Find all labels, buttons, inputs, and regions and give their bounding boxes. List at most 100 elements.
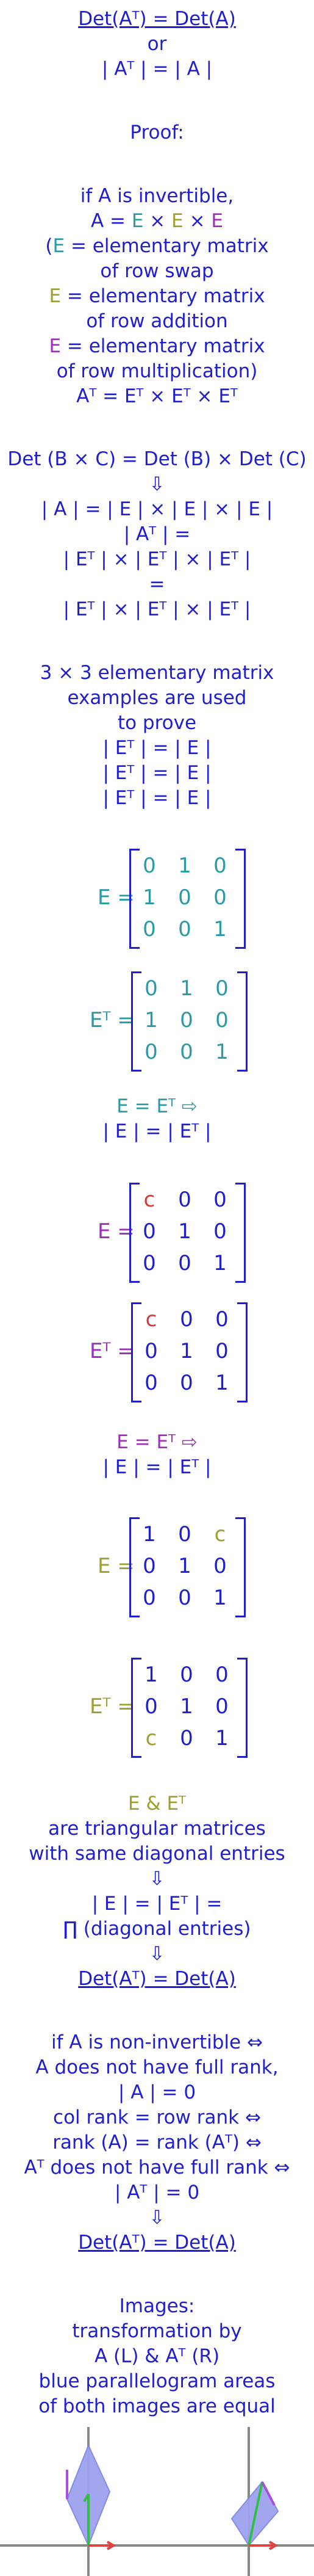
proof-line-invertible: if A is invertible, [80, 185, 234, 207]
matrix-entry: 0 [178, 917, 191, 942]
matrix-entry: 1 [213, 1251, 227, 1275]
det-equals: = [149, 573, 165, 595]
matrix-entry: 0 [215, 976, 229, 1001]
down-arrow-1: ⇩ [149, 473, 165, 495]
matrix-entry: 0 [180, 1008, 193, 1032]
triangular-product: ∏ (diagonal entries) [63, 1918, 251, 1940]
det-A-product: | A | = | E | × | E | × | E | [41, 498, 273, 520]
proof-line-swap-def: (E = elementary matrix [45, 235, 269, 257]
examples-swap: | Eᵀ | = | E | [102, 737, 212, 759]
examples-mult: | Eᵀ | = | E | [102, 787, 212, 809]
transformation-figure-right [159, 2427, 314, 2576]
noninv-line-6: Aᵀ does not have full rank ⇔ [24, 2157, 290, 2179]
noninv-conclusion: Det(Aᵀ) = Det(A) [78, 2232, 236, 2254]
matrix-entry: 1 [215, 1040, 229, 1064]
matrix-entry: 1 [180, 976, 193, 1001]
transformation-figure-left [0, 2427, 159, 2576]
matrix-entry: 0 [213, 885, 227, 910]
triangular-line-1: are triangular matrices [48, 1818, 266, 1840]
matrix-entry: 0 [143, 1586, 156, 1610]
matrix-entry: 0 [178, 1522, 191, 1547]
images-line-1: Images: [119, 2295, 195, 2317]
matrix-entry: c [214, 1522, 226, 1547]
matrix-entry: 0 [215, 1663, 229, 1687]
matrix-entry: 0 [180, 1726, 193, 1751]
matrix-entry: 0 [143, 1251, 156, 1275]
matrix-entry: 1 [145, 1008, 158, 1032]
matrix-entry: 0 [213, 1219, 227, 1244]
matrix-entry: 1 [215, 1726, 229, 1751]
noninv-line-5: rank (A) = rank (Aᵀ) ⇔ [52, 2132, 262, 2153]
matrix-entry: c [145, 1726, 157, 1751]
mult-det-equality: | E | = | Eᵀ | [102, 1456, 212, 1478]
examples-line-3: to prove [117, 712, 197, 734]
noninv-line-3: | A | = 0 [118, 2081, 196, 2103]
theorem-abs: | Aᵀ | = | A | [101, 58, 213, 80]
matrix-entry: 0 [178, 1188, 191, 1212]
matrix-entry: 0 [178, 1251, 191, 1275]
theorem-or: or [147, 33, 167, 55]
matrix-entry: 0 [180, 1307, 193, 1332]
images-line-3: A (L) & Aᵀ (R) [94, 2345, 220, 2367]
matrix-entry: 0 [143, 1219, 156, 1244]
add-E-label: E = [98, 1554, 135, 1578]
add-ET-label: Eᵀ = [90, 1694, 135, 1719]
matrix-entry: 1 [178, 1219, 191, 1244]
noninv-line-2: A does not have full rank, [35, 2056, 279, 2078]
triangular-line-2: with same diagonal entries [29, 1843, 285, 1865]
matrix-entry: 0 [178, 885, 191, 910]
examples-line-1: 3 × 3 elementary matrix [40, 662, 274, 684]
noninv-line-7: | Aᵀ | = 0 [114, 2182, 200, 2204]
proof-line-transpose: Aᵀ = Eᵀ × Eᵀ × Eᵀ [76, 385, 238, 407]
matrix-entry: 1 [213, 917, 227, 942]
matrix-entry: c [145, 1307, 157, 1332]
matrix-entry: 0 [145, 1339, 158, 1363]
matrix-entry: 1 [213, 1586, 227, 1610]
matrix-entry: 0 [213, 854, 227, 878]
proof-line-add: of row addition [86, 310, 228, 332]
matrix-entry: 0 [143, 854, 156, 878]
proof-line-mult: of row multiplication) [56, 360, 258, 382]
triangular-title: E & Eᵀ [128, 1793, 186, 1815]
matrix-entry: 0 [145, 1040, 158, 1064]
matrix-entry: 1 [143, 885, 156, 910]
down-arrow-2: ⇩ [149, 1868, 165, 1890]
mult-equality: E = Eᵀ ⇨ [116, 1431, 198, 1453]
matrix-entry: 1 [143, 1522, 156, 1547]
mult-ET-label: Eᵀ = [90, 1339, 135, 1363]
matrix-entry: 1 [180, 1339, 193, 1363]
swap-equality: E = Eᵀ ⇨ [116, 1095, 198, 1117]
matrix-entry: 1 [215, 1371, 229, 1395]
matrix-entry: 0 [145, 1371, 158, 1395]
triangular-conclusion: Det(Aᵀ) = Det(A) [78, 1968, 236, 1990]
swap-E-label: E = [98, 885, 135, 910]
triangular-det: | E | = | Eᵀ | = [91, 1893, 223, 1915]
images-line-2: transformation by [72, 2320, 242, 2342]
matrix-entry: 0 [143, 917, 156, 942]
matrix-entry: 1 [180, 1694, 193, 1719]
det-product-rule: Det (B × C) = Det (B) × Det (C) [7, 448, 307, 470]
proof-heading: Proof: [130, 122, 184, 143]
det-AT-product: | Eᵀ | × | Eᵀ | × | Eᵀ | [63, 548, 251, 570]
swap-det-equality: | E | = | Eᵀ | [102, 1120, 212, 1142]
down-arrow-3: ⇩ [149, 1943, 165, 1965]
images-line-4: blue parallelogram areas [38, 2370, 276, 2392]
matrix-entry: 0 [180, 1663, 193, 1687]
examples-add: | Eᵀ | = | E | [102, 762, 212, 784]
noninv-line-1: if A is non-invertible ⇔ [51, 2031, 263, 2053]
matrix-entry: 0 [215, 1694, 229, 1719]
proof-line-swap: of row swap [100, 260, 214, 282]
matrix-entry: 0 [180, 1040, 193, 1064]
matrix-entry: c [143, 1188, 155, 1212]
noninv-line-4: col rank = row rank ⇔ [53, 2106, 261, 2128]
matrix-entry: 1 [178, 854, 191, 878]
matrix-entry: 0 [180, 1371, 193, 1395]
proof-line-factorization: A = E × E × E [90, 210, 224, 232]
matrix-entry: 0 [215, 1339, 229, 1363]
